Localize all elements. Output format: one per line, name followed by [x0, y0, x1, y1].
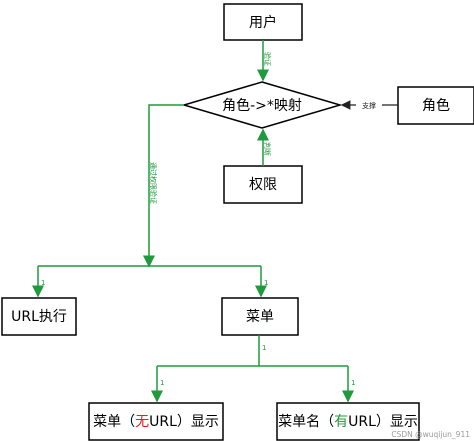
node-user-label: 用户: [249, 14, 277, 31]
node-menu-label: 菜单: [246, 309, 274, 325]
node-menu-no-url-label: 菜单（无URL）显示: [93, 414, 219, 430]
node-role: 角色: [397, 86, 474, 125]
menu-no-url-flag: 无: [135, 414, 149, 430]
branch-marker-name-url: 1: [351, 379, 355, 387]
menu-name-url-flag: 有: [334, 414, 348, 430]
node-permission-label: 权限: [249, 177, 277, 193]
branch-marker-menu: 1: [264, 279, 268, 287]
node-permission: 权限: [223, 165, 303, 204]
node-menu: 菜单: [221, 297, 299, 336]
node-role-mapping: 角色->*映射: [181, 81, 343, 129]
edge-label-judge: 判断: [263, 142, 272, 156]
node-user: 用户: [223, 3, 303, 41]
node-url-exec: URL执行: [1, 297, 77, 336]
node-role-mapping-label: 角色->*映射: [222, 97, 302, 114]
node-role-label: 角色: [422, 97, 450, 114]
watermark: CSDN @wuqijun_911: [391, 430, 470, 439]
menu-no-url-suffix: URL）显示: [149, 414, 219, 430]
branch-marker-no-url: 1: [160, 379, 164, 387]
node-menu-name-url: 菜单名（有URL）显示: [276, 402, 420, 441]
menu-no-url-prefix: 菜单（: [93, 414, 135, 430]
edge-label-support-bg: [356, 100, 382, 110]
branch-marker-url: 1: [41, 279, 45, 287]
node-menu-no-url: 菜单（无URL）显示: [88, 402, 224, 441]
edge-label-verify: 验证: [263, 52, 272, 66]
menu-name-url-prefix: 菜单名（: [278, 414, 334, 430]
node-url-exec-label: URL执行: [11, 309, 67, 325]
menu-name-url-suffix: URL）显示: [348, 414, 418, 430]
edge-label-support: 支撑: [362, 101, 376, 110]
branch-marker-menu-stem: 1: [262, 344, 266, 352]
edge-label-pass-auth: 通过权限验证: [149, 162, 158, 204]
node-menu-name-url-label: 菜单名（有URL）显示: [278, 414, 418, 430]
edge-mapping-to-branch: [143, 104, 184, 268]
